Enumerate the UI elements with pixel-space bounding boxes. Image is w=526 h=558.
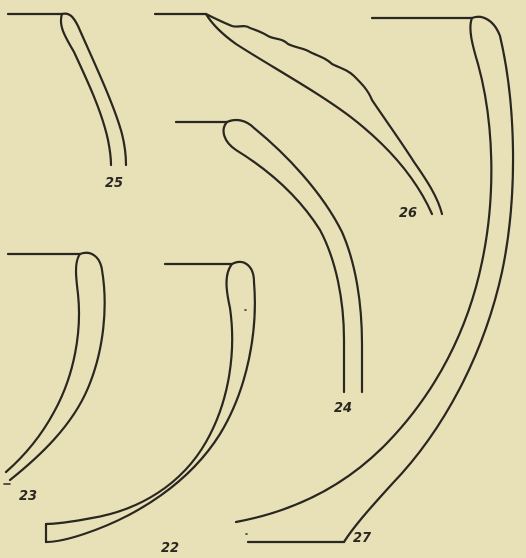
figure-26-label: 26 bbox=[399, 207, 417, 220]
figure-25-drawing bbox=[8, 14, 126, 165]
figure-22-drawing bbox=[46, 262, 255, 542]
figure-22-label: 22 bbox=[161, 542, 179, 555]
figure-23-drawing bbox=[4, 253, 105, 484]
figure-26-drawing bbox=[155, 14, 442, 214]
figure-27-label: 27 bbox=[353, 532, 371, 545]
figure-23-label: 23 bbox=[19, 490, 37, 503]
figure-27-drawing bbox=[236, 17, 513, 542]
figure-25-label: 25 bbox=[105, 177, 123, 190]
figure-24-label: 24 bbox=[334, 402, 352, 415]
figure-24-drawing bbox=[176, 120, 362, 392]
